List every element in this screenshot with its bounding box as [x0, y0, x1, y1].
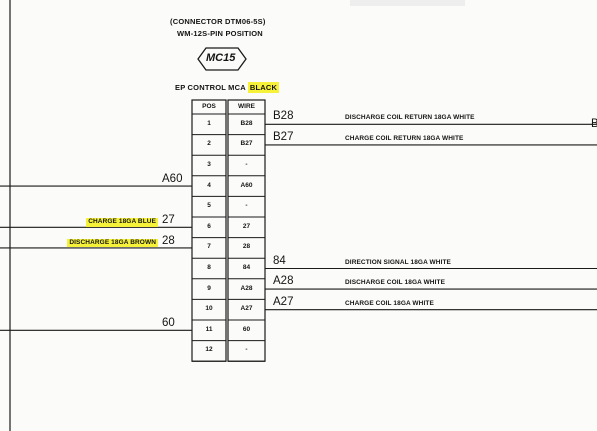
table-cell-wire: A60: [240, 181, 253, 189]
left-wire-desc: CHARGE 18GA BLUE: [86, 218, 158, 227]
table-cell-pos: 3: [207, 161, 211, 168]
right-wire-id: B27: [273, 130, 294, 143]
wire-lines: [0, 123, 597, 331]
table-cell-pos: 2: [207, 140, 211, 148]
table-cell-wire: B27: [240, 140, 253, 148]
table-cell-pos: 8: [207, 264, 211, 271]
table-header-pos: POS: [202, 103, 216, 110]
top-smudge: [350, 0, 465, 6]
left-wire-id: 28: [162, 234, 175, 247]
table-cell-wire: A27: [240, 305, 253, 313]
right-wire-desc: DIRECTION SIGNAL 18GA WHITE: [345, 258, 451, 266]
table-cell-pos: 6: [207, 222, 211, 230]
connector-label-highlight: BLACK: [247, 82, 280, 93]
table-header-wire: WIRE: [238, 103, 255, 110]
right-wire-id: A28: [273, 275, 294, 288]
right-wire-desc: CHARGE COIL RETURN 18GA WHITE: [345, 134, 464, 142]
left-wire-id: 27: [162, 214, 175, 227]
table-cell-wire: 84: [242, 264, 251, 271]
pos-column-border: [191, 99, 227, 362]
table-cell-pos: 5: [207, 202, 211, 210]
table-cell-wire: 60: [242, 325, 251, 333]
right-wire-id: B28: [273, 110, 294, 123]
right-wire-desc: DISCHARGE COIL 18GA WHITE: [345, 279, 446, 287]
connector-tag-hexagon: [197, 47, 247, 71]
right-wire-desc: CHARGE COIL 18GA WHITE: [345, 299, 434, 307]
table-cell-pos: 10: [205, 305, 213, 313]
right-edge-label: B: [591, 118, 597, 130]
table-cell-wire: 27: [242, 222, 251, 230]
connector-tag: MC15: [206, 52, 236, 64]
right-wire-id: 84: [273, 254, 286, 267]
table-cell-wire: -: [245, 346, 248, 354]
table-cell-pos: 12: [205, 346, 213, 354]
wire-column-border: [227, 99, 266, 362]
connector-title-line2: WM-12S-PIN POSITION: [177, 29, 263, 38]
table-cell-wire: B28: [240, 119, 253, 127]
connector-label: EP CONTROL MCA BLACK: [175, 82, 280, 93]
table-cell-pos: 7: [207, 243, 211, 251]
table-cell-wire: -: [245, 161, 248, 168]
table-cell-pos: 11: [205, 325, 213, 333]
left-wire-id: 60: [162, 317, 175, 330]
table-cell-wire: 28: [242, 243, 251, 251]
left-wire-id: A60: [162, 173, 183, 186]
left-wire-desc: DISCHARGE 18GA BROWN: [67, 238, 158, 248]
table-cell-pos: 9: [207, 284, 211, 292]
right-wire-desc: DISCHARGE COIL RETURN 18GA WHITE: [345, 114, 475, 122]
table-cell-pos: 4: [207, 181, 211, 189]
pin-table-grid: [191, 99, 266, 362]
right-wire-id: A27: [273, 295, 294, 308]
connector-label-prefix: EP CONTROL MCA: [175, 83, 246, 92]
table-cell-pos: 1: [207, 119, 211, 127]
connector-title-line1: (CONNECTOR DTM06-5S): [170, 17, 266, 26]
table-cell-wire: A28: [240, 284, 253, 292]
table-cell-wire: -: [245, 202, 248, 210]
